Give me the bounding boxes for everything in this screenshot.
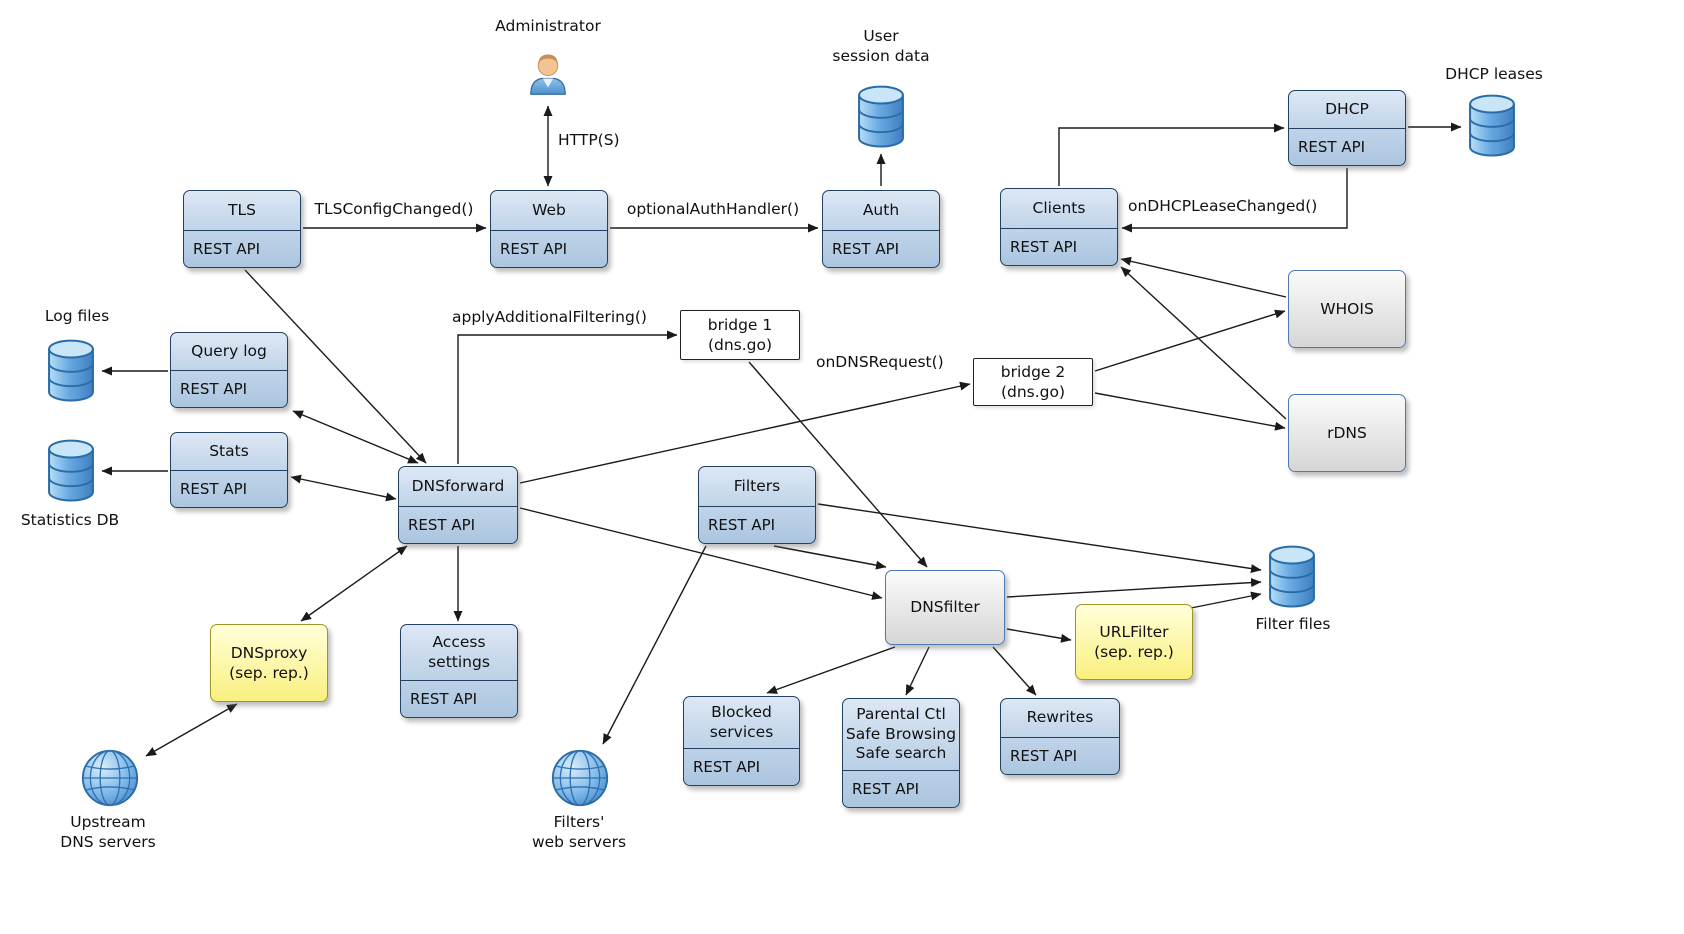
filters-web-servers-label: Filters' web servers	[531, 813, 627, 852]
edge-dnsforward-querylog	[292, 410, 419, 464]
module-blocked-services-title: Blocked services	[709, 703, 774, 741]
filters-web-servers-globe-icon	[550, 748, 610, 808]
tls-config-changed-edge-label: TLSConfigChanged()	[314, 200, 474, 218]
module-clients-api: REST API	[1001, 228, 1117, 265]
module-auth-api: REST API	[823, 230, 939, 267]
apply-additional-filtering-edge-label: applyAdditionalFiltering()	[452, 308, 647, 326]
box-bridge1-label: bridge 1 (dns.go)	[707, 315, 773, 354]
module-query-log-api: REST API	[171, 370, 287, 407]
administrator-person-icon	[524, 50, 572, 98]
edge-dnsforward-stats	[290, 474, 397, 502]
statistics-database-icon	[44, 438, 98, 504]
module-blocked-services-api: REST API	[684, 748, 799, 785]
box-dnsfilter-label: DNSfilter	[910, 598, 980, 617]
edge-dnsfilter-blockedservices	[766, 646, 896, 694]
box-dnsproxy-label: DNSproxy (sep. rep.)	[229, 643, 309, 682]
module-access-settings: Access settings REST API	[400, 624, 518, 718]
module-dnsforward: DNSforward REST API	[398, 466, 518, 544]
log-files-label: Log files	[44, 307, 110, 325]
module-query-log-title: Query log	[191, 341, 267, 360]
user-session-data-label: User session data	[832, 27, 930, 66]
module-dhcp-api: REST API	[1289, 128, 1405, 165]
box-rdns: rDNS	[1288, 394, 1406, 472]
module-parental-api: REST API	[843, 770, 959, 807]
box-whois-label: WHOIS	[1320, 299, 1374, 318]
dhcp-leases-database-icon	[1465, 93, 1519, 159]
module-tls-api: REST API	[184, 230, 300, 267]
https-edge-label: HTTP(S)	[558, 131, 620, 149]
module-filters-api: REST API	[699, 506, 815, 543]
on-dns-request-edge-label: onDNSRequest()	[816, 353, 944, 371]
log-files-database-icon	[44, 338, 98, 404]
module-query-log: Query log REST API	[170, 332, 288, 408]
box-urlfilter-label: URLFilter (sep. rep.)	[1094, 622, 1174, 661]
on-dhcp-lease-changed-edge-label: onDHCPLeaseChanged()	[1128, 197, 1318, 215]
dhcp-leases-label: DHCP leases	[1445, 65, 1543, 83]
edge-dnsforward-dnsproxy	[300, 545, 408, 622]
edge-bridge2-whois	[1094, 309, 1286, 372]
box-rdns-label: rDNS	[1327, 423, 1367, 442]
module-parental: Parental Ctl Safe Browsing Safe search R…	[842, 698, 960, 808]
box-bridge1: bridge 1 (dns.go)	[680, 310, 800, 360]
edge-urlfilter-filterfiles	[1190, 591, 1262, 609]
module-auth-title: Auth	[862, 200, 900, 219]
module-rewrites-title: Rewrites	[1026, 708, 1094, 727]
module-rewrites: Rewrites REST API	[1000, 698, 1120, 775]
box-bridge2-label: bridge 2 (dns.go)	[1000, 362, 1066, 401]
box-urlfilter: URLFilter (sep. rep.)	[1075, 604, 1193, 680]
module-clients-title: Clients	[1032, 198, 1086, 217]
box-whois: WHOIS	[1288, 270, 1406, 348]
optional-auth-handler-edge-label: optionalAuthHandler()	[626, 200, 800, 218]
box-bridge2: bridge 2 (dns.go)	[973, 358, 1093, 406]
edge-rdns-clients	[1120, 266, 1287, 420]
module-dhcp: DHCP REST API	[1288, 90, 1406, 166]
box-dnsproxy: DNSproxy (sep. rep.)	[210, 624, 328, 702]
module-dnsforward-title: DNSforward	[411, 476, 505, 495]
module-access-settings-title: Access settings	[428, 633, 490, 671]
module-stats-api: REST API	[171, 470, 287, 507]
edge-dnsfilter-filterfiles	[1006, 578, 1262, 598]
edge-filters-filterfiles	[817, 503, 1262, 573]
user-session-database-icon	[854, 84, 908, 150]
edge-filters-dnsfilter	[773, 545, 887, 570]
module-filters-title: Filters	[733, 476, 781, 495]
module-web-api: REST API	[491, 230, 607, 267]
module-parental-title: Parental Ctl Safe Browsing Safe search	[845, 705, 957, 763]
box-dnsfilter: DNSfilter	[885, 570, 1005, 645]
upstream-dns-label: Upstream DNS servers	[60, 813, 156, 852]
module-blocked-services: Blocked services REST API	[683, 696, 800, 786]
edge-clients-dhcp	[1058, 123, 1285, 186]
edge-dnsforward-bridge1	[457, 330, 678, 464]
edge-bridge2-rdns	[1094, 392, 1286, 431]
module-auth: Auth REST API	[822, 190, 940, 268]
edge-dnsfilter-parental	[905, 646, 930, 696]
module-dnsforward-api: REST API	[399, 506, 517, 543]
module-web: Web REST API	[490, 190, 608, 268]
edge-dnsproxy-upstream	[145, 703, 238, 757]
administrator-label: Administrator	[495, 17, 601, 35]
upstream-dns-globe-icon	[80, 748, 140, 808]
module-filters: Filters REST API	[698, 466, 816, 544]
module-web-title: Web	[532, 200, 566, 219]
module-rewrites-api: REST API	[1001, 737, 1119, 774]
edge-dnsfilter-urlfilter	[1006, 628, 1072, 643]
module-stats-title: Stats	[209, 441, 249, 460]
module-tls-title: TLS	[228, 200, 256, 219]
edge-dnsfilter-rewrites	[992, 646, 1037, 696]
module-dhcp-title: DHCP	[1325, 99, 1369, 118]
module-tls: TLS REST API	[183, 190, 301, 268]
edge-whois-clients	[1120, 256, 1287, 298]
module-stats: Stats REST API	[170, 432, 288, 508]
filter-files-database-icon	[1265, 544, 1319, 610]
module-clients: Clients REST API	[1000, 188, 1118, 266]
statistics-db-label: Statistics DB	[20, 511, 120, 529]
module-access-settings-api: REST API	[401, 680, 517, 717]
filter-files-label: Filter files	[1255, 615, 1331, 633]
